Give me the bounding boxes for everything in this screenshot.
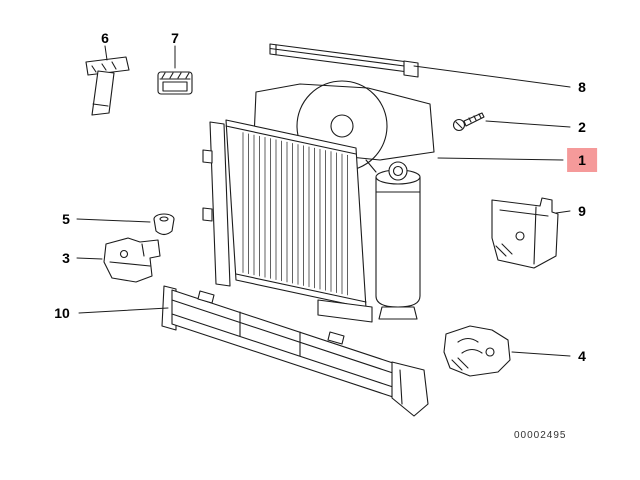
part-5-grommet — [153, 213, 175, 236]
callout-9: 9 — [578, 203, 586, 219]
doc-number: 00002495 — [514, 430, 567, 441]
callout-4: 4 — [578, 348, 586, 364]
part-2-screw — [452, 112, 485, 132]
callout-5: 5 — [62, 211, 70, 227]
callout-2: 2 — [578, 119, 586, 135]
callout-8: 8 — [578, 79, 586, 95]
callout-7: 7 — [171, 30, 179, 46]
part-7-block — [157, 71, 193, 95]
callout-6: 6 — [101, 30, 109, 46]
part-9-panel — [491, 197, 559, 269]
part-6-bracket — [85, 56, 130, 116]
leader-lines — [76, 45, 571, 357]
part-8-top-bar — [269, 43, 419, 78]
callout-1: 1 — [567, 148, 597, 172]
part-4-mount — [443, 325, 511, 377]
part-10-crossmember — [161, 285, 429, 417]
callout-10: 10 — [54, 305, 70, 321]
part-1-radiator — [202, 119, 421, 323]
callout-3: 3 — [62, 250, 70, 266]
part-3-bracket — [103, 237, 161, 283]
